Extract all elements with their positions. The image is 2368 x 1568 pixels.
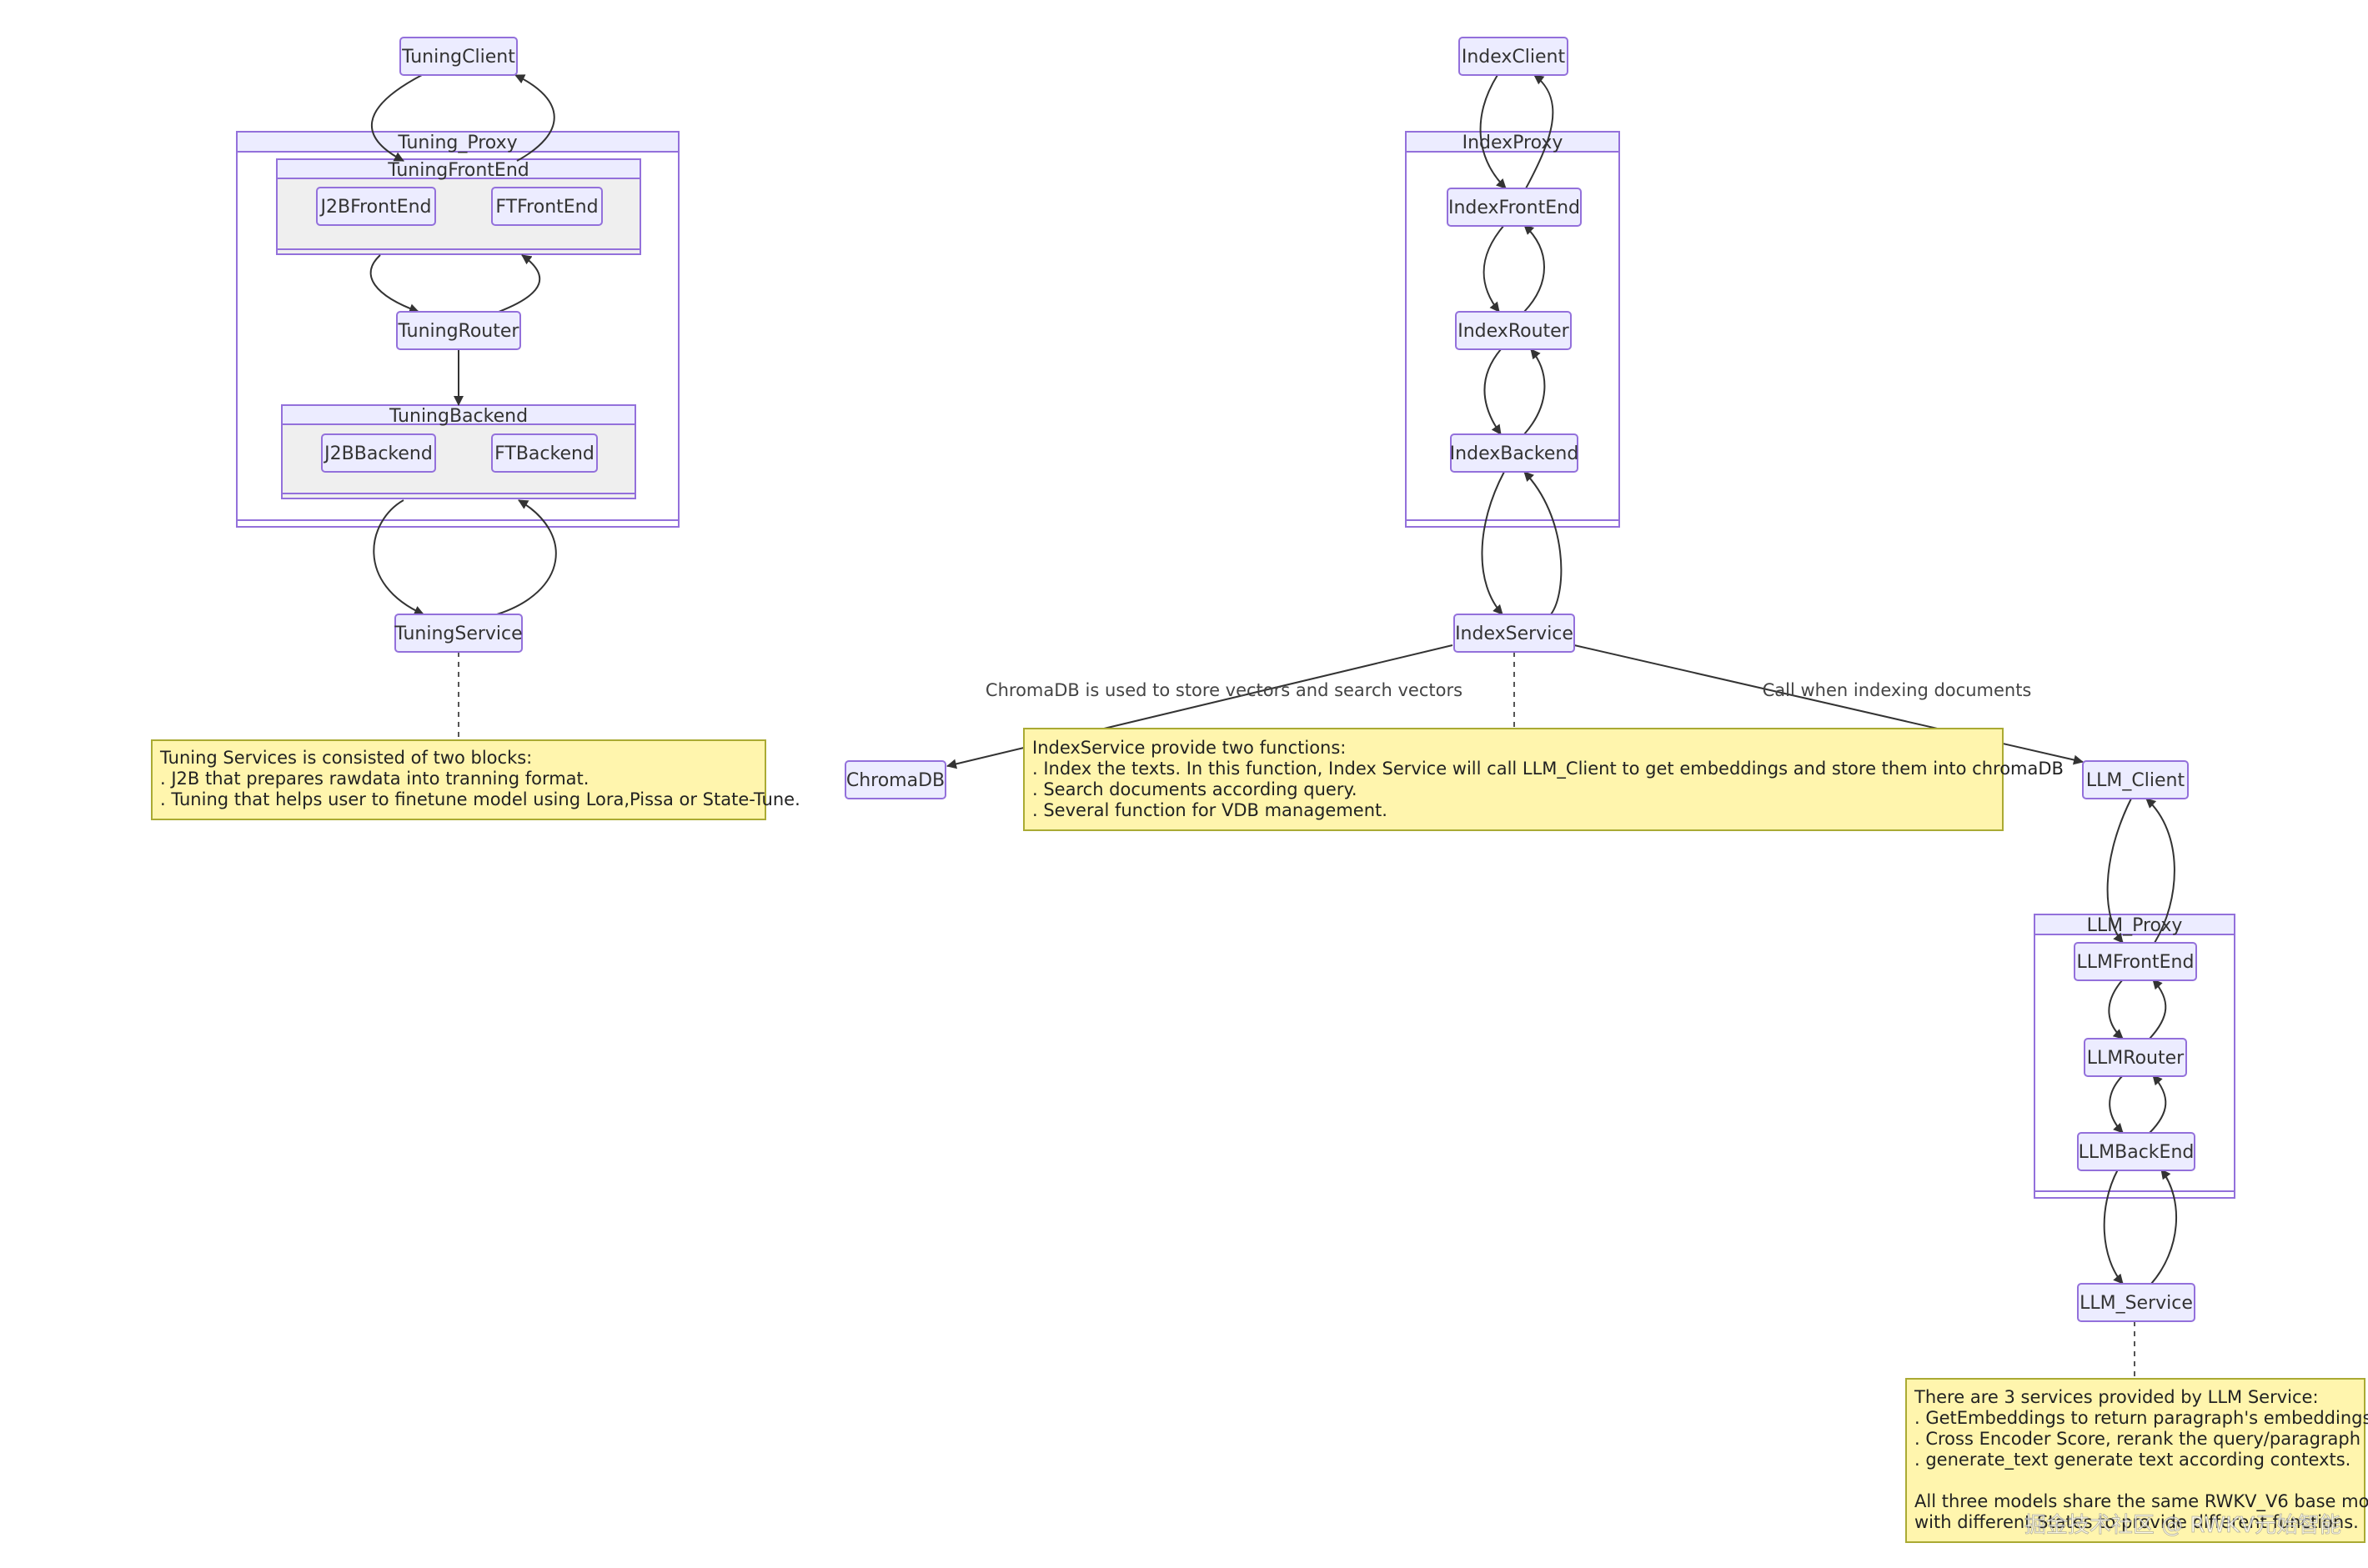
cluster-title-tuning-backend: TuningBackend xyxy=(389,406,528,427)
edge-label-chromadb: ChromaDB is used to store vectors and se… xyxy=(986,680,1462,700)
edge-llmfrontend-to-client xyxy=(2145,798,2175,944)
note-llm-line-6: with different States to provide differe… xyxy=(1914,1512,2359,1532)
node-index-service[interactable]: IndexService xyxy=(1453,614,1575,653)
note-index-line-3: . Several function for VDB management. xyxy=(1032,800,1387,820)
edge-llmrouter-to-backend xyxy=(2109,1075,2124,1134)
edge-indexservice-to-backend xyxy=(1523,471,1563,615)
node-label: IndexClient xyxy=(1462,47,1566,68)
cluster-llm-proxy: LLM_Proxy xyxy=(2034,914,2235,1199)
edge-indexrouter-to-backend xyxy=(1483,348,1502,435)
cluster-title-tuning-frontend: TuningFrontEnd xyxy=(387,160,529,181)
edge-frontend-to-tuningclient xyxy=(514,74,555,162)
node-tuning-router[interactable]: TuningRouter xyxy=(396,311,521,350)
node-ft-frontend[interactable]: FTFrontEnd xyxy=(491,187,603,226)
node-j2b-backend[interactable]: J2BBackend xyxy=(321,433,436,473)
edge-tuningservice-to-backend xyxy=(496,499,557,615)
note-tuning-line-0: Tuning Services is consisted of two bloc… xyxy=(159,748,532,768)
cluster-title-llm-proxy: LLM_Proxy xyxy=(2087,915,2183,936)
note-llm-line-3: . generate_text generate text according … xyxy=(1914,1450,2350,1470)
cluster-title-index-proxy: IndexProxy xyxy=(1462,133,1563,153)
node-label: LLM_Service xyxy=(2080,1293,2193,1314)
note-index-line-0: IndexService provide two functions: xyxy=(1032,738,1346,758)
edge-label-llm-client: Call when indexing documents xyxy=(1763,680,2032,700)
edge-backend-to-tuningservice xyxy=(373,499,424,615)
node-llm-router[interactable]: LLMRouter xyxy=(2084,1038,2187,1077)
node-llm-backend[interactable]: LLMBackEnd xyxy=(2077,1132,2195,1171)
node-label: FTBackend xyxy=(494,443,595,464)
edge-llmbackend-to-service xyxy=(2103,1169,2124,1285)
edge-indexbackend-to-service xyxy=(1481,471,1505,615)
node-llm-frontend[interactable]: LLMFrontEnd xyxy=(2074,942,2197,981)
node-label: TuningRouter xyxy=(398,321,520,342)
node-label: LLMRouter xyxy=(2087,1048,2185,1069)
node-label: TuningService xyxy=(394,624,522,644)
node-tuning-client[interactable]: TuningClient xyxy=(399,37,518,76)
watermark: 掘金技术社区 @ RWKV元始智能 xyxy=(2024,1513,2341,1538)
node-label: IndexBackend xyxy=(1450,443,1579,464)
node-label: J2BBackend xyxy=(323,443,433,464)
note-index: IndexService provide two functions: . In… xyxy=(1023,728,2064,831)
edge-indexrouter-to-frontend xyxy=(1523,224,1545,313)
node-llm-client[interactable]: LLM_Client xyxy=(2082,760,2189,799)
node-index-frontend[interactable]: IndexFrontEnd xyxy=(1447,188,1582,227)
node-tuning-service[interactable]: TuningService xyxy=(394,614,523,653)
note-tuning-line-1: . J2B that prepares rawdata into trannin… xyxy=(160,769,589,789)
node-label: IndexFrontEnd xyxy=(1448,198,1580,218)
note-llm: There are 3 services provided by LLM Ser… xyxy=(1905,1378,2368,1543)
node-label: IndexService xyxy=(1455,624,1573,644)
note-tuning: Tuning Services is consisted of two bloc… xyxy=(151,739,800,820)
node-label: J2BFrontEnd xyxy=(319,197,431,218)
edge-llmbackend-to-router xyxy=(2149,1075,2167,1134)
node-llm-service[interactable]: LLM_Service xyxy=(2077,1283,2195,1322)
node-index-router[interactable]: IndexRouter xyxy=(1455,311,1572,350)
edges xyxy=(369,74,2177,1377)
edge-llmclient-to-frontend xyxy=(2106,798,2132,944)
edge-llmrouter-to-frontend xyxy=(2149,979,2167,1039)
note-tuning-line-2: . Tuning that helps user to finetune mod… xyxy=(160,789,800,809)
node-label: IndexRouter xyxy=(1457,321,1569,342)
cluster-index-proxy: IndexProxy xyxy=(1405,131,1620,528)
node-ft-backend[interactable]: FTBackend xyxy=(491,433,598,473)
note-index-line-2: . Search documents according query. xyxy=(1032,779,1357,799)
edge-indexfrontend-to-router xyxy=(1483,224,1505,313)
edge-tuningclient-to-frontend xyxy=(371,74,423,162)
note-llm-line-5: All three models share the same RWKV_V6 … xyxy=(1914,1491,2368,1512)
edge-frontend-to-tuningrouter xyxy=(369,254,419,313)
node-index-backend[interactable]: IndexBackend xyxy=(1450,433,1579,473)
edge-llmfrontend-to-router xyxy=(2108,979,2124,1039)
note-llm-line-2: . Cross Encoder Score, rerank the query/… xyxy=(1914,1429,2360,1449)
edge-llmservice-to-backend xyxy=(2150,1169,2177,1285)
node-label: FTFrontEnd xyxy=(495,197,598,218)
note-llm-line-0: There are 3 services provided by LLM Ser… xyxy=(1914,1387,2319,1407)
edge-indexbackend-to-router xyxy=(1523,348,1546,435)
note-llm-line-1: . GetEmbeddings to return paragraph's em… xyxy=(1914,1408,2368,1428)
cluster-tuning-proxy: Tuning_Proxy xyxy=(236,131,680,528)
node-label: ChromaDB xyxy=(846,770,945,791)
node-chromadb[interactable]: ChromaDB xyxy=(845,760,946,799)
node-index-client[interactable]: IndexClient xyxy=(1458,37,1568,76)
node-label: LLM_Client xyxy=(2086,770,2185,791)
node-label: LLMFrontEnd xyxy=(2077,952,2195,973)
node-j2b-frontend[interactable]: J2BFrontEnd xyxy=(316,187,436,226)
node-label: TuningClient xyxy=(401,47,515,68)
node-label: LLMBackEnd xyxy=(2079,1142,2195,1163)
cluster-title-tuning-proxy: Tuning_Proxy xyxy=(397,133,517,153)
note-index-line-1: . Index the texts. In this function, Ind… xyxy=(1032,759,2064,779)
edge-tuningrouter-to-frontend xyxy=(498,254,541,313)
edge-indexclient-to-frontend xyxy=(1479,74,1507,189)
edge-frontend-to-indexclient xyxy=(1525,74,1554,189)
